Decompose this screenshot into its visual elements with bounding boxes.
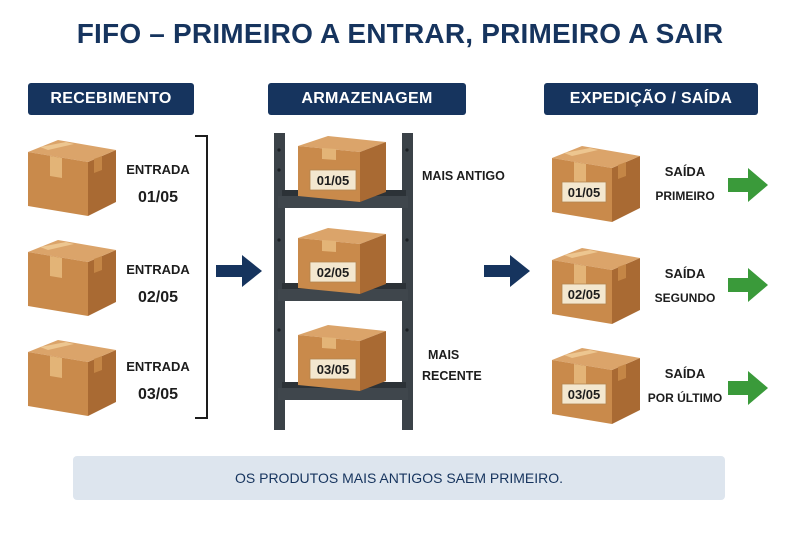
bracket-line xyxy=(195,135,208,419)
header-armazenagem: ARMAZENAGEM xyxy=(268,83,466,115)
header-recebimento: RECEBIMENTO xyxy=(28,83,194,115)
receiving-label-3: ENTRADA 03/05 xyxy=(118,355,198,410)
footer-note: OS PRODUTOS MAIS ANTIGOS SAEM PRIMEIRO. xyxy=(73,456,725,500)
shipping-label-3-title: SAÍDA xyxy=(664,366,706,381)
shipping-label-3: SAÍDA POR ÚLTIMO xyxy=(640,362,730,409)
green-arrow-icon xyxy=(728,268,768,302)
shipping-box-3-label: 03/05 xyxy=(568,387,601,402)
receiving-label-1-date: 01/05 xyxy=(137,188,179,206)
header-expedicao: EXPEDIÇÃO / SAÍDA xyxy=(544,83,758,115)
shipping-label-3-order: POR ÚLTIMO xyxy=(647,390,723,405)
arrow-right-icon xyxy=(216,255,262,287)
storage-box-3: 03/05 xyxy=(298,325,386,391)
shipping-box-1: 01/05 xyxy=(552,146,640,222)
arrow-right-icon xyxy=(484,255,530,287)
shipping-label-1-order: PRIMEIRO xyxy=(655,188,715,203)
page-title: FIFO – PRIMEIRO A ENTRAR, PRIMEIRO A SAI… xyxy=(76,18,724,49)
newest-label-line1: MAIS xyxy=(428,348,460,362)
shipping-label-2-title: SAÍDA xyxy=(664,266,706,281)
newest-label-line2: RECENTE xyxy=(422,369,482,384)
shipping-box-1-label: 01/05 xyxy=(568,185,601,200)
storage-box-2: 02/05 xyxy=(298,228,386,294)
green-arrow-icon xyxy=(728,168,768,202)
shipping-label-2: SAÍDA SEGUNDO xyxy=(640,262,730,309)
shipping-box-2-label: 02/05 xyxy=(568,287,601,302)
storage-box-1-label: 01/05 xyxy=(317,173,350,188)
newest-label: MAIS RECENTE xyxy=(422,345,482,388)
receiving-label-1: ENTRADA 01/05 xyxy=(118,158,198,213)
shipping-label-2-order: SEGUNDO xyxy=(654,290,716,305)
green-arrow-icon xyxy=(728,371,768,405)
shipping-box-3: 03/05 xyxy=(552,348,640,424)
receiving-label-2-date: 02/05 xyxy=(137,288,179,306)
shipping-label-1-title: SAÍDA xyxy=(664,164,706,179)
oldest-label: MAIS ANTIGO xyxy=(422,169,505,183)
shipping-label-1: SAÍDA PRIMEIRO xyxy=(640,160,730,207)
storage-box-1: 01/05 xyxy=(298,136,386,202)
storage-box-2-label: 02/05 xyxy=(317,265,350,280)
receiving-label-3-date: 03/05 xyxy=(137,385,179,403)
receiving-label-2-title: ENTRADA xyxy=(126,262,190,277)
receiving-label-1-title: ENTRADA xyxy=(126,162,190,177)
receiving-label-2: ENTRADA 02/05 xyxy=(118,258,198,313)
storage-box-3-label: 03/05 xyxy=(317,362,350,377)
shipping-box-2: 02/05 xyxy=(552,248,640,324)
receiving-label-3-title: ENTRADA xyxy=(126,359,190,374)
